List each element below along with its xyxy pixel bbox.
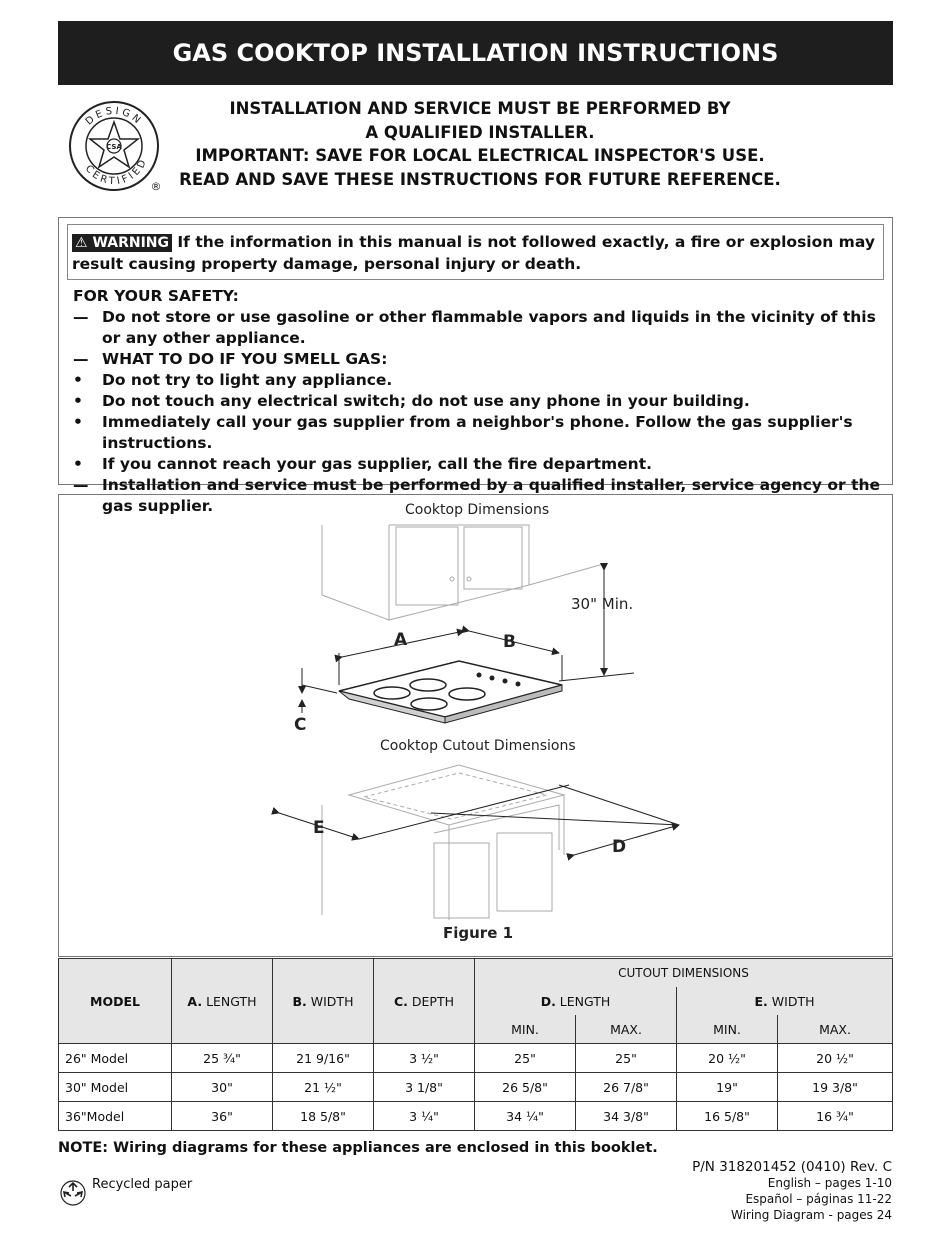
design-certified-seal: DESIGN CERTIFIED CSA ®: [69, 101, 162, 193]
warning-badge: ⚠ WARNING: [72, 234, 172, 252]
dimension-label-e: E: [313, 818, 325, 838]
header-line: IMPORTANT: SAVE FOR LOCAL ELECTRICAL INS…: [195, 146, 765, 165]
header-line: READ AND SAVE THESE INSTRUCTIONS FOR FUT…: [179, 169, 781, 189]
part-number: P/N 318201452 (0410) Rev. C: [692, 1159, 892, 1175]
warning-statement: ⚠ WARNING If the information in this man…: [67, 224, 884, 280]
header-line: INSTALLATION AND SERVICE MUST BE PERFORM…: [229, 99, 731, 118]
cutout-width-header: E. WIDTH: [676, 987, 893, 1015]
safety-heading: FOR YOUR SAFETY:: [73, 287, 239, 305]
cutout-length-header: D. LENGTH: [474, 987, 677, 1015]
upper-cabinet: [321, 524, 608, 621]
dimension-label-b: B: [503, 632, 516, 652]
recycle-icon: [60, 1180, 86, 1206]
cooktop-dimensions-title: Cooktop Dimensions: [405, 502, 550, 518]
list-item: •Immediately call your gas supplier from…: [73, 413, 853, 452]
dimension-label-d: D: [612, 837, 627, 857]
recycled-paper-label: Recycled paper: [92, 1177, 193, 1192]
min-header: MIN.: [676, 1015, 778, 1044]
base-cabinet: [321, 764, 566, 920]
table-header-row: D. LENGTH E. WIDTH: [59, 987, 893, 1015]
registered-mark: ®: [151, 180, 162, 193]
cooktop-illustration: [271, 524, 680, 920]
warning-text: If the information in this manual is not…: [72, 233, 875, 273]
list-item: —WHAT TO DO IF YOU SMELL GAS:: [73, 350, 388, 368]
width-header: B. WIDTH: [272, 958, 374, 1044]
seal-center-text: CSA: [106, 143, 122, 151]
list-item: •Do not touch any electrical switch; do …: [73, 392, 750, 410]
cutout-dimensions-title: Cooktop Cutout Dimensions: [380, 738, 576, 754]
warning-badge-label: WARNING: [92, 235, 169, 251]
wiring-note: NOTE: Wiring diagrams for these applianc…: [58, 1140, 658, 1156]
model-header: MODEL: [58, 958, 172, 1044]
list-item: —Do not store or use gasoline or other f…: [73, 308, 876, 347]
page-index-spanish: Español – páginas 11-22: [745, 1192, 892, 1206]
document-title: GAS COOKTOP INSTALLATION INSTRUCTIONS: [58, 21, 893, 85]
safety-list: FOR YOUR SAFETY: —Do not store or use ga…: [73, 286, 885, 517]
page-index-english: English – pages 1-10: [767, 1176, 892, 1190]
table-header-row: MODEL A. LENGTH B. WIDTH C. DEPTH CUTOUT…: [58, 958, 893, 1044]
cooktop: [338, 660, 563, 724]
warning-triangle-icon: ⚠: [75, 235, 88, 251]
figure-1: Cooktop Dimensions 30" Min. A B C Cookto…: [58, 494, 893, 957]
min-header: MIN.: [474, 1015, 576, 1044]
list-item: •Do not try to light any appliance.: [73, 371, 393, 389]
cutout-dimensions-header: CUTOUT DIMENSIONS: [474, 958, 893, 987]
dimensions-table: MODEL A. LENGTH B. WIDTH C. DEPTH CUTOUT…: [58, 958, 893, 1131]
clearance-label: 30" Min.: [571, 595, 634, 613]
header-line: A QUALIFIED INSTALLER.: [365, 122, 595, 142]
warning-box: ⚠ WARNING If the information in this man…: [58, 217, 893, 515]
depth-header: C. DEPTH: [373, 958, 475, 1044]
header-instructions: INSTALLATION AND SERVICE MUST BE PERFORM…: [170, 97, 790, 191]
publication-info: P/N 318201452 (0410) Rev. C English – pa…: [692, 1159, 892, 1223]
dimension-label-c: C: [294, 715, 307, 735]
list-item: —Installation and service must be perfor…: [73, 476, 881, 515]
dimension-label-a: A: [394, 630, 408, 650]
list-item: •If you cannot reach your gas supplier, …: [73, 455, 653, 473]
length-header: A. LENGTH: [171, 958, 273, 1044]
page-index-wiring: Wiring Diagram - pages 24: [730, 1208, 892, 1222]
max-header: MAX.: [777, 1015, 893, 1044]
figure-caption: Figure 1: [443, 924, 514, 942]
max-header: MAX.: [575, 1015, 677, 1044]
